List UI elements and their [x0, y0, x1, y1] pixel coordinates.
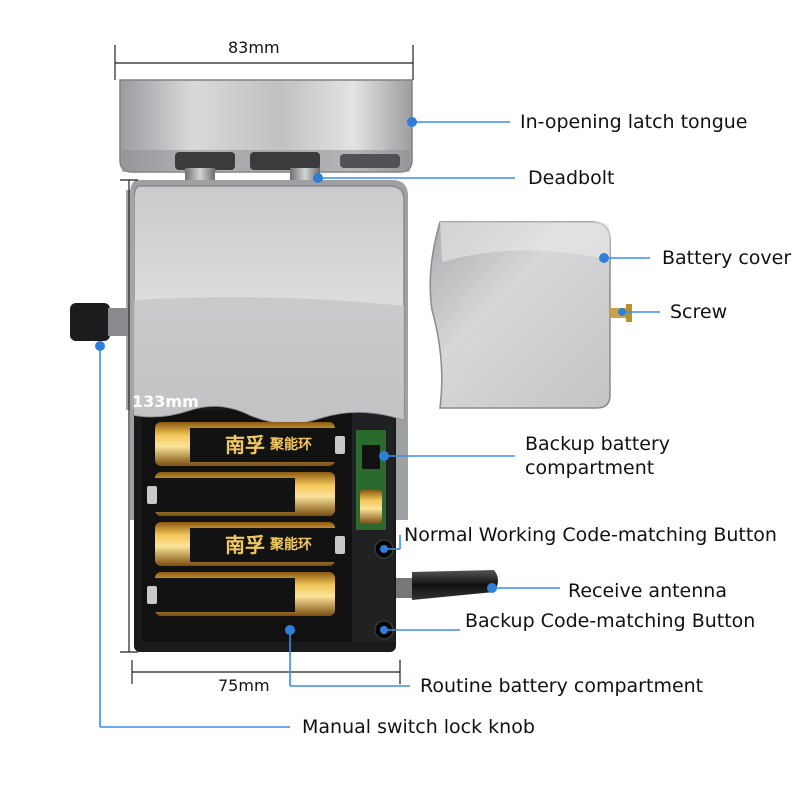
- dimension-height-side: 133mm: [132, 392, 199, 411]
- label-backup-button: Backup Code-matching Button: [465, 610, 756, 632]
- backup-battery: [356, 430, 386, 530]
- battery-logo-1: 南孚: [225, 433, 265, 457]
- dimension-width-top: 83mm: [228, 38, 280, 57]
- label-screw: Screw: [670, 301, 728, 323]
- battery-2: [147, 472, 335, 516]
- receive-antenna: [396, 570, 498, 600]
- label-backup-compartment-line2: compartment: [525, 457, 655, 479]
- dimension-width-bottom: 75mm: [218, 676, 270, 695]
- battery-series-1: 聚能环: [269, 436, 312, 453]
- leader-dots: [95, 117, 626, 635]
- latch-tongue: [119, 79, 413, 173]
- battery-cover: [429, 221, 611, 409]
- label-deadbolt: Deadbolt: [528, 167, 615, 189]
- battery-series-3: 聚能环: [269, 536, 312, 553]
- battery-1: [155, 422, 345, 466]
- label-antenna: Receive antenna: [568, 580, 727, 602]
- label-manual-knob: Manual switch lock knob: [302, 716, 535, 738]
- label-normal-button: Normal Working Code-matching Button: [404, 524, 777, 546]
- battery-logo-3: 南孚: [225, 533, 265, 557]
- battery-3: [155, 522, 345, 566]
- battery-stack: 南孚 聚能环 南孚 聚能环: [147, 422, 345, 616]
- manual-knob: [70, 303, 128, 341]
- battery-4: [147, 572, 335, 616]
- label-routine-compartment: Routine battery compartment: [420, 675, 704, 697]
- label-latch-tongue: In-opening latch tongue: [520, 111, 748, 133]
- leader-lines: [99, 121, 660, 728]
- label-backup-compartment-line1: Backup battery: [525, 433, 671, 455]
- dimension-lines: [114, 45, 414, 684]
- label-battery-cover: Battery cover: [662, 247, 792, 269]
